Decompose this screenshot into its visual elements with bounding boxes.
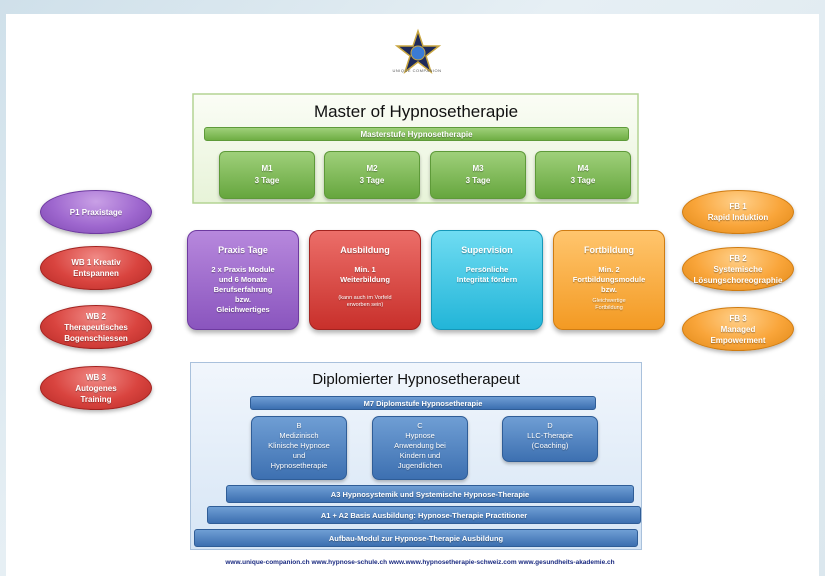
ausbildung-box: Ausbildung Min. 1 Weiterbildung (kann au… <box>309 230 421 330</box>
box-line: Fortbildungsmodule <box>572 275 646 284</box>
ellipse-line: Entspannen <box>73 269 119 278</box>
box-line: Persönliche <box>465 265 509 274</box>
masterstufe-bar: Masterstufe Hypnosetherapie <box>204 127 629 141</box>
ausbildung-title: Ausbildung <box>340 245 390 255</box>
star-logo-icon <box>394 28 442 75</box>
ellipse-wb2-bogenschiessen: WB 2 Therapeutisches Bogenschiessen <box>40 305 152 349</box>
diploma-title: Diplomierter Hypnosetherapeut <box>312 371 520 388</box>
box-line: und 6 Monate <box>218 275 268 284</box>
box-line: Hypnose <box>405 431 435 440</box>
praxis-tage-title: Praxis Tage <box>218 245 268 255</box>
ellipse-line: FB 1 <box>729 202 747 211</box>
ellipse-wb1-kreativ: WB 1 Kreativ Entspannen <box>40 246 152 290</box>
praxis-tage-box: Praxis Tage 2 x Praxis Module und 6 Mona… <box>187 230 299 330</box>
ellipse-fb3-managed-empowerment: FB 3 Managed Empowerment <box>682 307 794 351</box>
module-c-box: C Hypnose Anwendung bei Kindern und Juge… <box>372 416 468 480</box>
module-m4-name: M4 <box>577 164 589 173</box>
a3-bar: A3 Hypnosystemik und Systemische Hypnose… <box>226 485 634 503</box>
m7-diplomstufe-bar: M7 Diplomstufe Hypnosetherapie <box>250 396 596 410</box>
ellipse-line: WB 3 <box>86 372 106 382</box>
box-small-line: Gleichwertige <box>592 298 626 304</box>
box-line: Integrität fördern <box>456 275 518 284</box>
box-line: Berufserfahrung <box>213 285 273 294</box>
module-m3-box: M3 3 Tage <box>430 151 526 199</box>
ellipse-line: P1 Praxistage <box>69 207 123 217</box>
box-line: (Coaching) <box>531 441 569 450</box>
module-m4-box: M4 3 Tage <box>535 151 631 199</box>
box-line: C <box>417 421 423 430</box>
fortbildung-box: Fortbildung Min. 2 Fortbildungsmodule bz… <box>553 230 665 330</box>
module-m3-days: 3 Tage <box>465 176 491 185</box>
module-d-box: D LLC-Therapie (Coaching) <box>502 416 598 462</box>
ellipse-line: Empowerment <box>710 335 766 345</box>
box-line: 2 x Praxis Module <box>211 265 275 274</box>
module-m2-name: M2 <box>366 164 378 173</box>
supervision-box: Supervision Persönliche Integrität förde… <box>431 230 543 330</box>
box-line: Klinische Hypnose <box>268 441 330 450</box>
module-m2-box: M2 3 Tage <box>324 151 420 199</box>
ellipse-fb2-systemische: FB 2 Systemische Lösungschoreographie <box>682 247 794 291</box>
ellipse-line: WB 2 <box>86 311 106 321</box>
module-m1-box: M1 3 Tage <box>219 151 315 199</box>
ellipse-wb3-autogenes: WB 3 Autogenes Training <box>40 366 152 410</box>
box-line: Hypnosetherapie <box>270 461 328 470</box>
box-line: und <box>292 451 306 460</box>
box-line: B <box>296 421 302 430</box>
box-line: bzw. <box>601 285 617 294</box>
ellipse-p1-praxistage: P1 Praxistage <box>40 190 152 234</box>
ellipse-line: Managed <box>720 324 756 334</box>
box-line: Min. 2 <box>598 265 620 274</box>
ellipse-line: FB 2 <box>729 253 747 263</box>
box-line: D <box>547 421 553 430</box>
box-line: Weiterbildung <box>340 275 390 284</box>
aufbau-modul-bar: Aufbau-Modul zur Hypnose-Therapie Ausbil… <box>194 529 638 547</box>
box-small-line: (kann auch im Vorfeld <box>338 295 392 301</box>
a1-a2-bar: A1 + A2 Basis Ausbildung: Hypnose-Therap… <box>207 506 641 524</box>
ellipse-line: Lösungschoreographie <box>693 275 783 285</box>
box-line: Gleichwertiges <box>216 305 270 314</box>
box-line: Min. 1 <box>354 265 376 274</box>
supervision-title: Supervision <box>461 245 513 255</box>
box-line: Jugendlichen <box>397 461 443 470</box>
fortbildung-title: Fortbildung <box>584 245 634 255</box>
ellipse-line: Therapeutisches <box>64 322 128 332</box>
module-m1-days: 3 Tage <box>254 176 280 185</box>
box-line: bzw. <box>235 295 251 304</box>
module-b-box: B Medizinisch Klinische Hypnose und Hypn… <box>251 416 347 480</box>
module-m3-name: M3 <box>472 164 484 173</box>
module-m4-days: 3 Tage <box>570 176 596 185</box>
module-m1-name: M1 <box>261 164 273 173</box>
box-line: Kindern und <box>399 451 441 460</box>
box-small-line: erworben sein) <box>346 302 384 308</box>
master-title: Master of Hypnosetherapie <box>313 102 519 121</box>
ellipse-line: FB 3 <box>729 313 747 323</box>
box-line: Anwendung bei <box>394 441 446 450</box>
box-small-line: Fortbildung <box>595 305 623 311</box>
box-line: Medizinisch <box>279 431 319 440</box>
footer-links: www.unique-companion.ch www.hypnose-schu… <box>225 559 615 566</box>
module-m2-days: 3 Tage <box>359 176 385 185</box>
ellipse-line: Rapid Induktion <box>707 213 769 222</box>
ellipse-fb1-rapid-induktion: FB 1 Rapid Induktion <box>682 190 794 234</box>
ellipse-line: Training <box>80 394 112 404</box>
ellipse-line: Bogenschiessen <box>64 333 128 343</box>
box-line: LLC-Therapie <box>527 431 573 440</box>
ellipse-line: Systemische <box>713 264 763 274</box>
ellipse-line: WB 1 Kreativ <box>71 258 121 267</box>
logo-text: UNIQUE COMPANION <box>392 68 442 73</box>
ellipse-line: Autogenes <box>75 383 117 393</box>
